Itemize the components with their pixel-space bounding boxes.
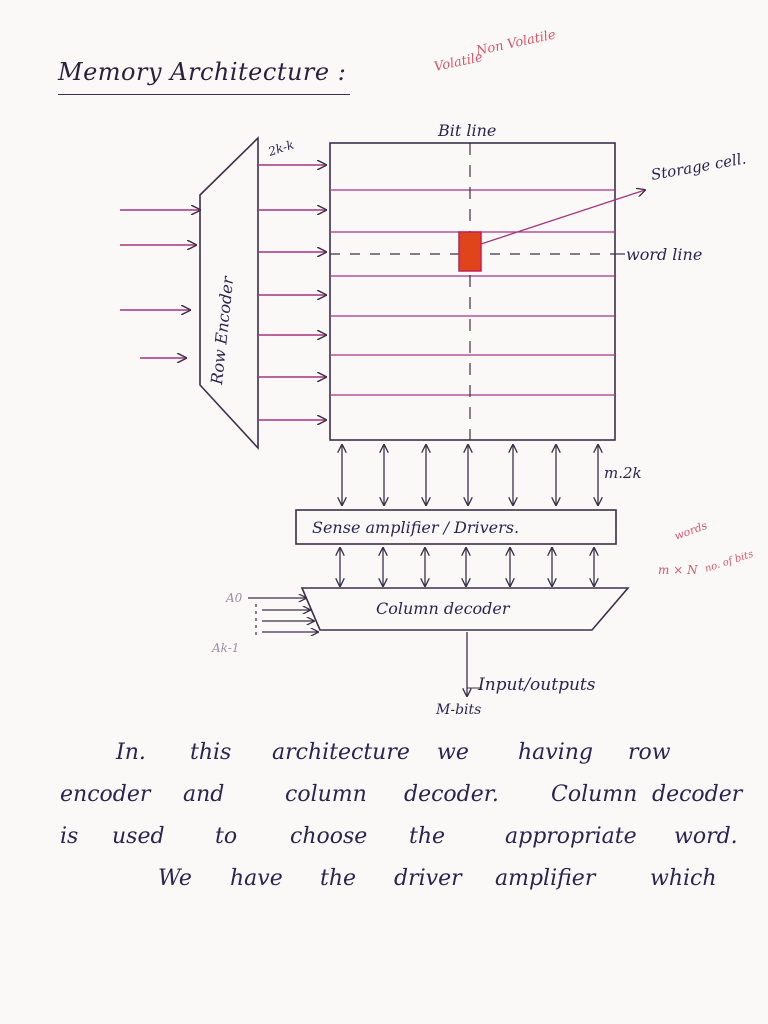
word: decoder. xyxy=(404,782,499,807)
storage-cell xyxy=(458,231,482,272)
sense-decoder-arrows xyxy=(340,548,594,586)
column-decoder-block xyxy=(300,587,630,631)
word: and xyxy=(183,782,225,807)
row-encoder-block xyxy=(199,136,259,451)
word: to xyxy=(215,824,238,849)
word: is xyxy=(60,824,79,849)
word: driver xyxy=(394,866,462,891)
sense-amplifier-block xyxy=(295,509,617,545)
word-line-label: word line xyxy=(626,245,702,264)
encoder-output-arrows xyxy=(258,165,326,420)
svg-text:m × N: m × N xyxy=(658,563,698,577)
word: having xyxy=(518,740,594,765)
title-underline xyxy=(58,94,350,95)
paragraph-line-3: is used to choose the appropriate word. xyxy=(0,824,768,864)
word: We xyxy=(158,866,192,891)
column-address-ak1: Ak-1 xyxy=(211,641,239,655)
input-output-label: Input/outputs xyxy=(477,675,596,695)
column-address-a0: A0 xyxy=(225,591,243,605)
word: decoder xyxy=(652,782,743,807)
m-bits-label: M-bits xyxy=(435,702,481,718)
word: we xyxy=(437,740,469,765)
side-note: words m × N no. of bits xyxy=(658,519,755,577)
word: encoder xyxy=(60,782,151,807)
svg-text:no. of bits: no. of bits xyxy=(704,549,755,575)
word: which xyxy=(650,866,717,891)
column-address-inputs xyxy=(248,598,318,636)
column-decoder-label: Column decoder xyxy=(376,599,511,618)
word: word. xyxy=(674,824,738,849)
word: have xyxy=(230,866,283,891)
page-title: Memory Architecture : xyxy=(58,58,347,86)
word: row xyxy=(628,740,671,765)
word: appropriate xyxy=(505,824,637,849)
word-lines xyxy=(330,189,615,396)
paragraph-line-4: We have the driver amplifier which xyxy=(0,866,768,906)
row-address-inputs xyxy=(120,210,200,358)
storage-cell-pointer xyxy=(480,190,645,245)
word: In. xyxy=(116,740,146,765)
memory-array xyxy=(329,142,616,441)
m2k-label: m.2k xyxy=(604,464,642,482)
row-encoder-label: Row Encoder xyxy=(207,274,237,386)
word: used xyxy=(112,824,165,849)
address-top-label: 2k-k xyxy=(266,137,296,159)
sense-amplifier-label: Sense amplifier / Drivers. xyxy=(312,518,519,537)
word: the xyxy=(409,824,446,849)
word: choose xyxy=(290,824,368,849)
word: architecture xyxy=(272,740,410,765)
paragraph-line-1: In. this architecture we having row xyxy=(0,740,768,780)
word: the xyxy=(320,866,357,891)
svg-text:words: words xyxy=(673,519,710,543)
bit-line-label: Bit line xyxy=(437,121,496,140)
paragraph-line-2: encoder and column decoder. Column decod… xyxy=(0,782,768,822)
word: amplifier xyxy=(495,866,596,891)
storage-cell-label: Storage cell. xyxy=(650,149,748,183)
word: Column xyxy=(551,782,638,807)
word: column xyxy=(285,782,367,807)
word: this xyxy=(190,740,232,765)
bitline-sense-arrows xyxy=(342,445,598,505)
